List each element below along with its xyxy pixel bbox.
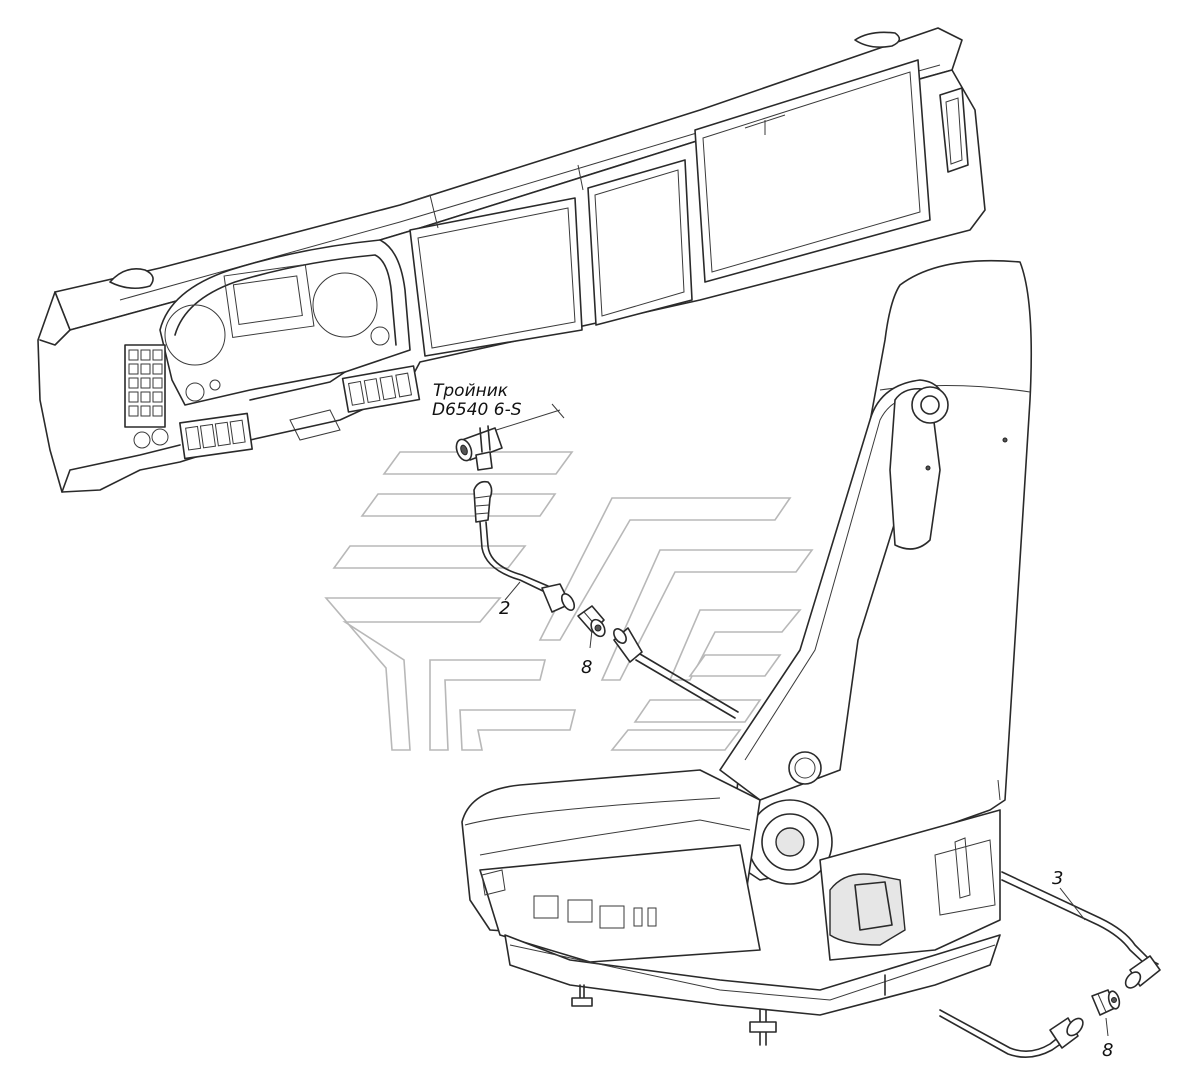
adapter-8-upper bbox=[577, 605, 606, 638]
tee-fitting bbox=[455, 403, 565, 471]
tee-label-code: D6540 6-S bbox=[432, 400, 522, 420]
brake-pipe-3 bbox=[939, 871, 1161, 1058]
tee-label-name: Тройник bbox=[433, 381, 509, 401]
callout-8-upper: 8 bbox=[581, 657, 592, 678]
watermark-logo bbox=[324, 451, 814, 751]
brake-pipe-2 bbox=[473, 480, 576, 613]
dashboard-panel bbox=[37, 27, 986, 493]
callout-8-lower: 8 bbox=[1102, 1040, 1113, 1061]
driver-seat bbox=[461, 259, 1033, 1046]
pipe-to-seat bbox=[613, 627, 739, 719]
callout-2: 2 bbox=[499, 598, 510, 619]
leader-lines bbox=[504, 581, 1109, 1037]
adapter-8-lower bbox=[1091, 989, 1121, 1016]
callout-3: 3 bbox=[1052, 868, 1063, 889]
